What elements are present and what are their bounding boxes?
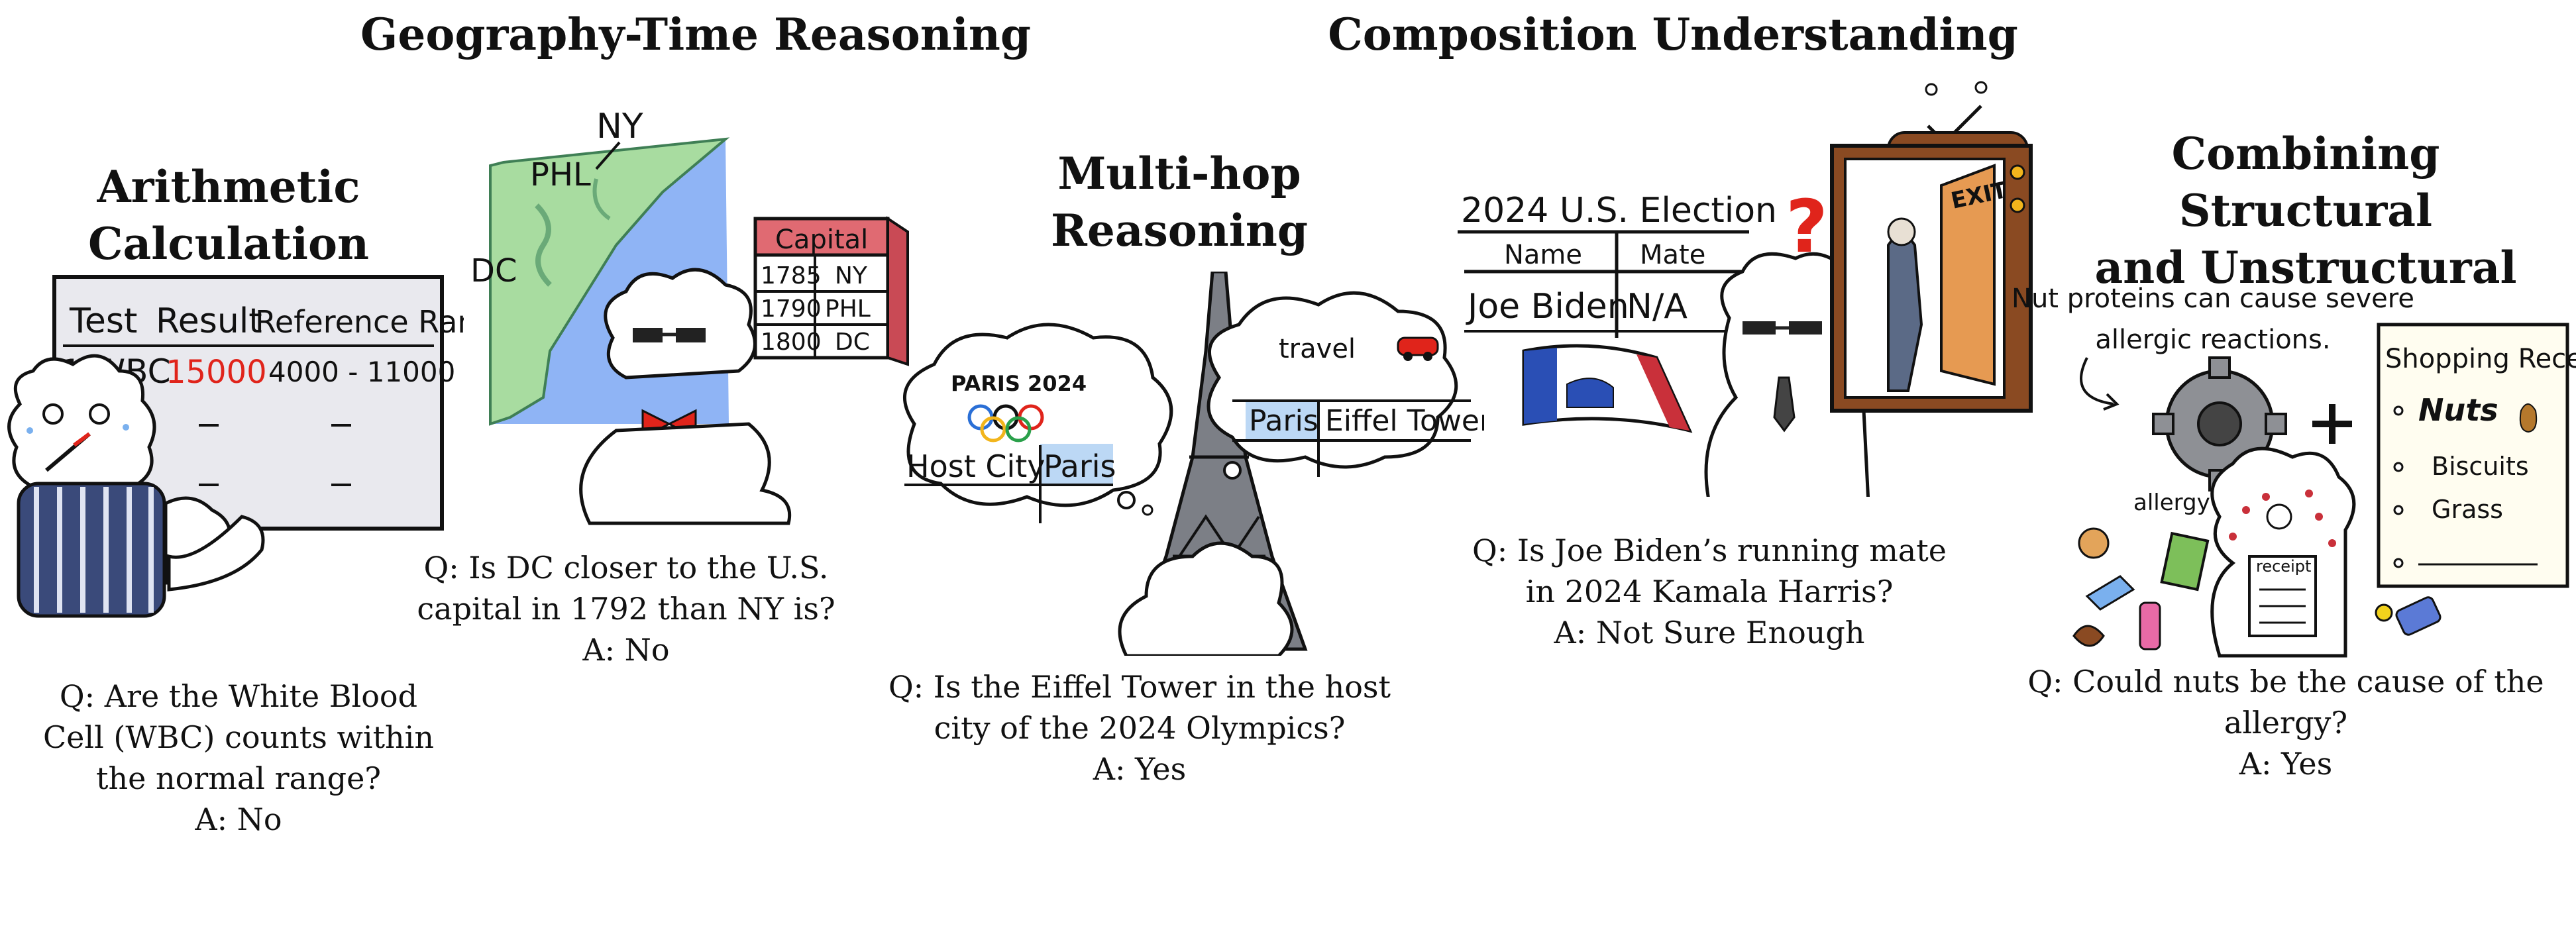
thought-bubble-right xyxy=(1207,291,1458,480)
election-table-title: 2024 U.S. Election xyxy=(1461,191,1777,231)
allergic-alpaca-icon xyxy=(2210,446,2356,658)
lab-table-header-range: Reference Range xyxy=(255,304,464,340)
composition-answer: A: Not Sure Enough xyxy=(1554,615,1865,650)
cool-alpaca-icon xyxy=(579,268,792,525)
receipt-item-grass: Grass xyxy=(2432,495,2503,524)
multihop-answer: A: Yes xyxy=(1093,751,1187,787)
title-geography-time: Geography-Time Reasoning xyxy=(360,9,1031,60)
multihop-illustration: PARIS 2024 Host City Paris travel xyxy=(888,270,1492,658)
lab-table-header-test: Test xyxy=(69,301,137,341)
calendar-year-1: 1785 xyxy=(761,262,822,289)
calendar-icon xyxy=(753,216,909,366)
tv-icon xyxy=(1830,81,2033,413)
olympics-title: PARIS 2024 xyxy=(951,371,1087,396)
combining-answer: A: Yes xyxy=(2239,746,2333,782)
calendar-city-3: DC xyxy=(835,329,870,356)
geo-time-question: Q: Is DC closer to the U.S. capital in 1… xyxy=(417,550,835,627)
fact-text: Nut proteins can cause severe allergic r… xyxy=(2012,284,2414,355)
olympic-rings-icon xyxy=(967,404,1044,442)
geo-time-answer: A: No xyxy=(582,632,670,668)
calendar-city-1: NY xyxy=(835,262,868,289)
bubble2-paris: Paris xyxy=(1249,404,1318,438)
snacks-icon xyxy=(2072,527,2442,650)
calendar-city-2: PHL xyxy=(825,295,871,323)
map-label-phl: PHL xyxy=(530,156,591,193)
receipt-item-biscuits: Biscuits xyxy=(2432,452,2529,481)
election-header-mate: Mate xyxy=(1640,240,1705,270)
car-icon xyxy=(1397,336,1439,361)
election-header-name: Name xyxy=(1504,240,1582,270)
calendar-year-3: 1800 xyxy=(761,329,822,356)
title-multihop: Multi-hop Reasoning xyxy=(1051,148,1308,256)
bubble2-travel: travel xyxy=(1279,334,1356,364)
arithmetic-question: Q: Are the White Blood Cell (WBC) counts… xyxy=(42,678,435,796)
election-row-name: Joe Biden xyxy=(1466,287,1629,327)
bubble2-eiffel: Eiffel Tower xyxy=(1325,404,1484,438)
title-combining: Combining Structural and Unstructural xyxy=(2094,128,2517,293)
title-arithmetic: Arithmetic Calculation xyxy=(88,161,369,270)
map-label-ny: NY xyxy=(596,107,643,146)
small-receipt-label: receipt xyxy=(2256,557,2311,576)
multihop-question: Q: Is the Eiffel Tower in the host city … xyxy=(888,669,1391,746)
calendar-year-2: 1790 xyxy=(761,295,822,323)
composition-question: Q: Is Joe Biden’s running mate in 2024 K… xyxy=(1472,533,1947,609)
receipt-title: Shopping Receipt xyxy=(2385,344,2576,374)
receipt-item-nuts: Nuts xyxy=(2418,392,2498,428)
lab-table-header-result: Result xyxy=(156,301,262,341)
map-label-dc: DC xyxy=(470,252,517,289)
bubble1-paris: Paris xyxy=(1044,448,1116,484)
election-row-mate: N/A xyxy=(1627,287,1688,327)
receipt-icon xyxy=(2377,323,2569,588)
allergy-label: allergy xyxy=(2133,490,2210,516)
composition-illustration: 2024 U.S. Election Name Mate Joe Biden N… xyxy=(1451,73,2034,505)
plus-icon xyxy=(2312,404,2352,444)
combining-question: Q: Could nuts be the cause of the allerg… xyxy=(2027,664,2544,741)
title-composition: Composition Understanding xyxy=(1328,9,2018,60)
flag-icon xyxy=(1522,344,1693,433)
combining-illustration: Shopping Receipt Nuts Biscuits Grass rec… xyxy=(2047,318,2576,662)
bubble1-host-city: Host City xyxy=(906,448,1046,484)
lab-row-result: 15000 xyxy=(166,354,267,391)
arithmetic-answer: A: No xyxy=(195,801,282,837)
sick-alpaca-icon xyxy=(7,354,265,618)
geo-time-illustration: NY PHL DC Capital 1785 NY 1790 PHL 1800 xyxy=(464,99,941,537)
calendar-title: Capital xyxy=(775,225,868,255)
lab-row-range: 4000 - 11000 xyxy=(268,356,455,388)
